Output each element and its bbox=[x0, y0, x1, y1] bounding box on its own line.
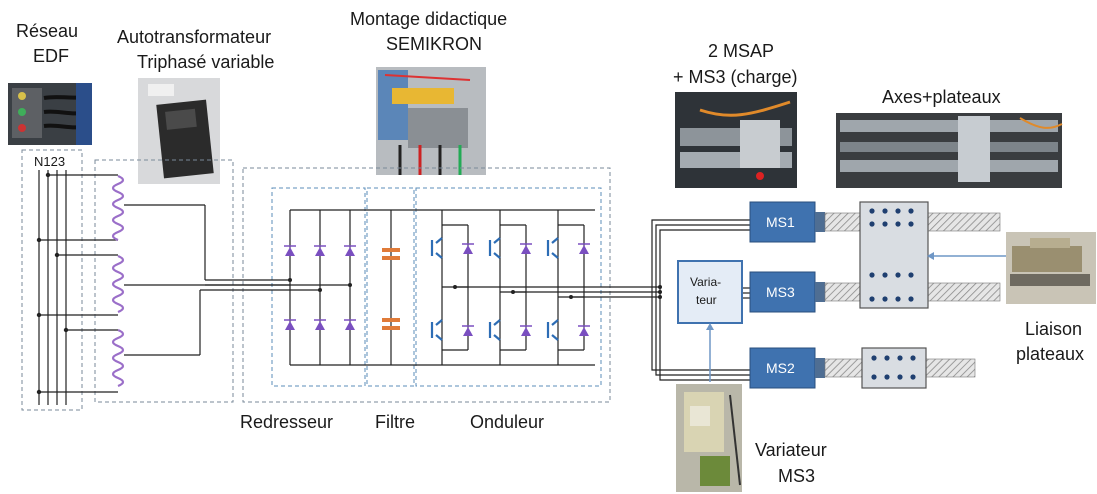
ms2-label: MS2 bbox=[766, 360, 795, 376]
label-autotransfo-line1: Autotransformateur bbox=[117, 27, 271, 47]
ms1-box bbox=[749, 201, 816, 243]
label-liaison-line1: Liaison bbox=[1025, 319, 1082, 339]
label-variateur-ms3-line2: MS3 bbox=[778, 466, 815, 486]
redresseur-box bbox=[271, 187, 366, 387]
photo-autotransformateur bbox=[138, 78, 220, 184]
capacitor-icon bbox=[382, 318, 400, 322]
photo-montage-semikron bbox=[376, 67, 486, 175]
coil-2 bbox=[111, 254, 125, 314]
variateur-box bbox=[677, 260, 743, 324]
label-msap-line1: 2 MSAP bbox=[708, 41, 774, 61]
photo-axes-plateaux bbox=[836, 113, 1063, 188]
diode-icon bbox=[315, 321, 325, 330]
output-wires bbox=[455, 219, 750, 381]
igbt-icon bbox=[488, 319, 501, 341]
reseau-phase-box bbox=[21, 149, 83, 411]
coupling-ms1 bbox=[815, 212, 825, 232]
ms2-box bbox=[749, 347, 816, 389]
capacitor-icon bbox=[382, 248, 400, 252]
label-phases: N123 bbox=[34, 154, 65, 169]
diode-icon bbox=[285, 321, 295, 330]
ms3-box bbox=[749, 271, 816, 313]
diode-icon bbox=[285, 247, 295, 256]
igbt-icon bbox=[488, 237, 501, 259]
coil-1 bbox=[111, 174, 125, 242]
label-reseau-line2: EDF bbox=[33, 46, 69, 66]
label-redresseur: Redresseur bbox=[240, 412, 333, 432]
label-liaison-line2: plateaux bbox=[1016, 344, 1084, 364]
label-variateur-ms3-line1: Variateur bbox=[755, 440, 827, 460]
igbt-icon bbox=[546, 319, 559, 341]
igbt-icon bbox=[430, 319, 443, 341]
igbt-icon bbox=[430, 237, 443, 259]
label-reseau-line1: Réseau bbox=[16, 21, 78, 41]
variateur-label-line2: teur bbox=[696, 293, 717, 307]
ms1-label: MS1 bbox=[766, 214, 795, 230]
plateau-upper bbox=[859, 201, 929, 309]
autotransfo-box bbox=[94, 159, 234, 403]
coupling-ms2 bbox=[815, 358, 825, 378]
filtre-capacitors bbox=[382, 210, 400, 365]
label-msap-line2: + MS3 (charge) bbox=[673, 67, 798, 87]
label-montage-line2: SEMIKRON bbox=[386, 34, 482, 54]
filtre-box bbox=[366, 187, 415, 387]
photo-msap bbox=[675, 92, 797, 188]
photo-reseau-edf bbox=[8, 83, 92, 145]
label-montage-line1: Montage didactique bbox=[350, 9, 507, 29]
coil-3 bbox=[111, 328, 125, 388]
coupling-ms3 bbox=[815, 282, 825, 302]
igbt-icon bbox=[546, 237, 559, 259]
label-autotransfo-line2: Triphasé variable bbox=[137, 52, 274, 72]
phase-lines bbox=[36, 170, 118, 405]
variateur-label-line1: Varia- bbox=[690, 275, 721, 289]
photo-variateur-ms3 bbox=[676, 384, 742, 492]
ms3-label: MS3 bbox=[766, 284, 795, 300]
diode-icon bbox=[315, 247, 325, 256]
label-onduleur: Onduleur bbox=[470, 412, 544, 432]
photo-liaison-plateaux bbox=[1006, 232, 1096, 304]
diode-icon bbox=[345, 247, 355, 256]
label-filtre: Filtre bbox=[375, 412, 415, 432]
diode-icon bbox=[345, 321, 355, 330]
plateau-lower bbox=[861, 347, 927, 389]
label-axes: Axes+plateaux bbox=[882, 87, 1001, 107]
